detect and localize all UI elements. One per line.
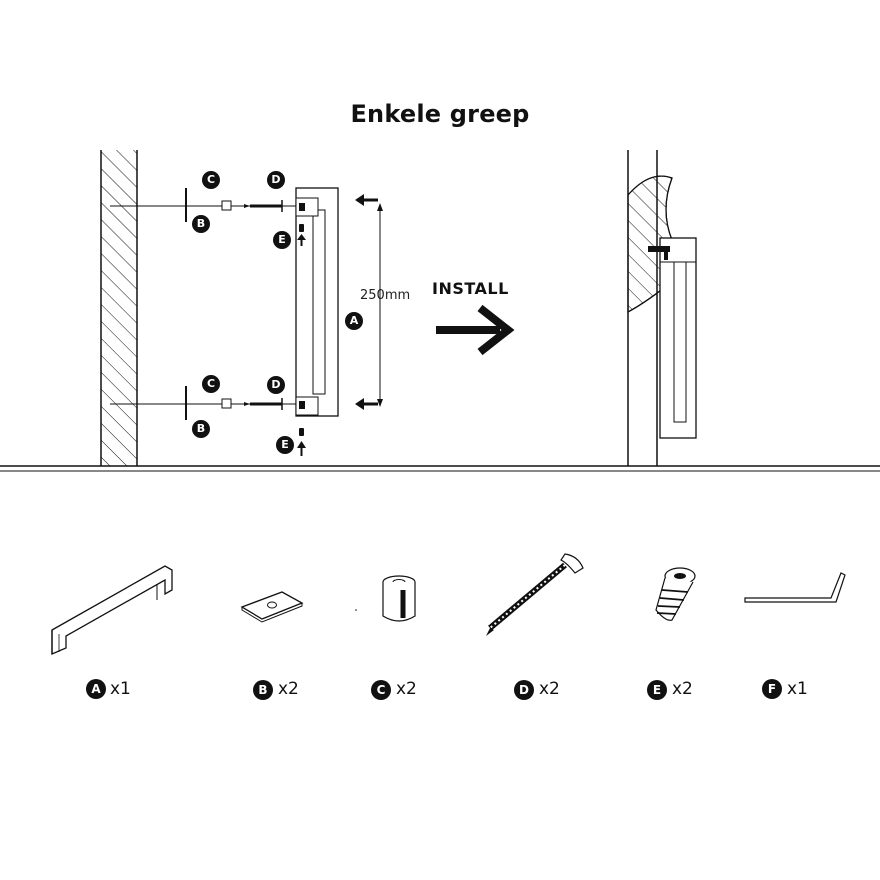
part-e-qty: x2 — [672, 679, 693, 699]
part-allen-key-drawing — [744, 572, 846, 603]
part-b-badge: B — [253, 680, 273, 700]
callout-c-top: C — [202, 171, 220, 189]
callout-c-bottom: C — [202, 375, 220, 393]
part-f-badge: F — [762, 679, 782, 699]
callout-d-top: D — [267, 171, 285, 189]
install-arrow — [436, 304, 515, 356]
part-setscrew-drawing — [655, 567, 696, 621]
callout-b-bottom: B — [192, 420, 210, 438]
callout-d-bottom: D — [267, 376, 285, 394]
part-f-qty: x1 — [787, 679, 808, 699]
push-arrow-top — [355, 194, 378, 206]
door-section-left — [100, 150, 138, 466]
part-e-badge: E — [647, 680, 667, 700]
part-c-badge: C — [371, 680, 391, 700]
handle-exploded — [295, 187, 339, 417]
set-screw-top — [297, 224, 306, 246]
dimension-line — [377, 203, 383, 407]
bottom-fixing-line — [110, 386, 296, 420]
callout-e-top: E — [273, 231, 291, 249]
page-title: Enkele greep — [350, 100, 530, 128]
part-plug-drawing — [355, 575, 416, 622]
callout-a: A — [345, 312, 363, 330]
top-fixing-line — [110, 188, 296, 222]
part-d-badge: D — [514, 680, 534, 700]
callout-b-top: B — [192, 215, 210, 233]
push-arrow-bottom — [355, 398, 378, 410]
install-label: INSTALL — [432, 279, 509, 298]
part-screw-drawing — [486, 553, 584, 636]
part-a-qty: x1 — [110, 679, 131, 699]
part-plate-drawing — [240, 591, 304, 623]
part-c-qty: x2 — [396, 679, 417, 699]
dimension-label: 250mm — [360, 288, 411, 303]
callout-e-bottom: E — [276, 436, 294, 454]
part-a-badge: A — [86, 679, 106, 699]
floor-line — [0, 465, 880, 472]
part-handle-drawing — [51, 565, 173, 655]
part-b-qty: x2 — [278, 679, 299, 699]
set-screw-bottom — [297, 428, 306, 456]
door-section-right — [627, 150, 697, 466]
part-d-qty: x2 — [539, 679, 560, 699]
